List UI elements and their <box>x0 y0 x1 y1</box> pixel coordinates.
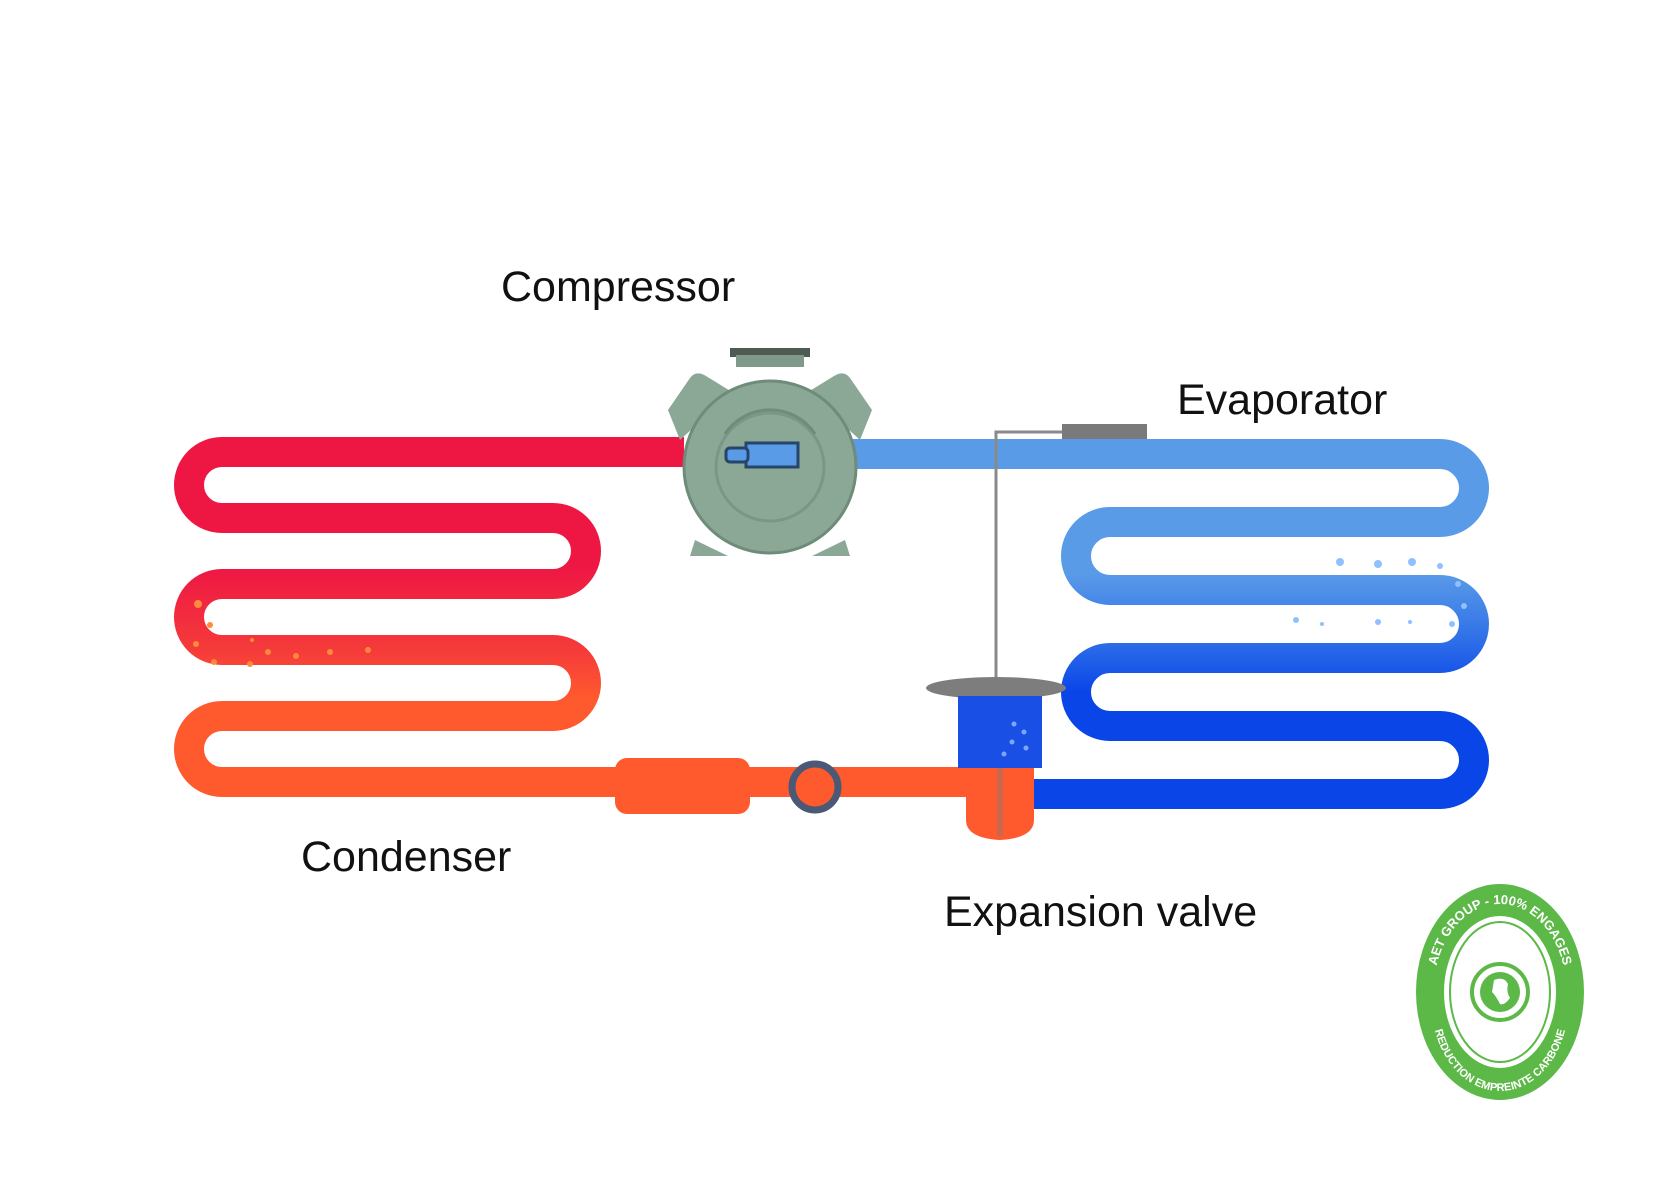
aet-group-logo-icon: AET GROUP - 100% ENGAGES REDUCTION EMPRE… <box>1416 884 1584 1100</box>
sensing-bulb <box>1062 424 1147 439</box>
capillary-tube <box>994 430 1062 680</box>
evaporator-label: Evaporator <box>1177 376 1388 424</box>
expansion-valve-body <box>926 677 1066 840</box>
filter-drier <box>615 758 750 814</box>
condensation-bubbles <box>193 600 371 667</box>
condenser-coil <box>174 437 684 797</box>
expansion-valve-label: Expansion valve <box>944 888 1258 936</box>
condenser-label: Condenser <box>301 833 512 881</box>
evaporator-coil <box>790 439 1489 809</box>
evaporation-bubbles <box>1293 558 1467 627</box>
compressor-body <box>668 348 872 556</box>
compressor-label: Compressor <box>501 263 736 311</box>
sight-glass <box>788 760 842 814</box>
